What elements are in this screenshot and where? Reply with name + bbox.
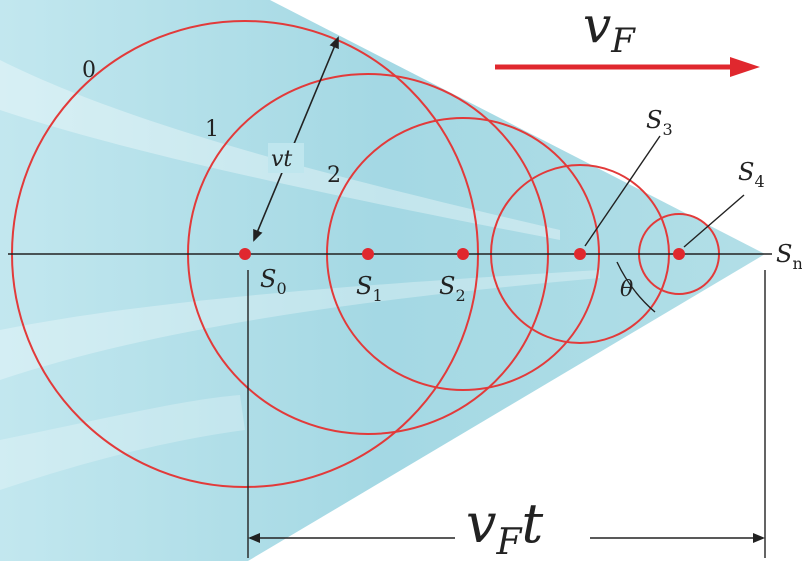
source-label-2: S2: [439, 272, 466, 305]
angle-arc: [616, 261, 656, 313]
source-point-3: [574, 248, 586, 260]
wavefront-label-0: 0: [82, 58, 96, 83]
wavefront-label-1: 1: [205, 117, 219, 142]
source-point-2: [457, 248, 469, 260]
radius-label: vt: [271, 147, 292, 172]
source-point-1: [362, 248, 374, 260]
velocity-label: vF: [583, 0, 636, 61]
source-point-0: [239, 248, 251, 260]
source-points: [239, 248, 685, 260]
cone-highlight-bottom: [0, 395, 245, 490]
cone-highlight-lower: [0, 270, 600, 380]
source-label-0: S0: [260, 265, 287, 298]
source-label-3: S3: [646, 106, 673, 139]
radius-label-bg: [268, 143, 304, 173]
radius-arrow: [253, 36, 339, 242]
source-label-n: Sn: [776, 240, 802, 273]
source-4-leader: [683, 194, 745, 248]
velocity-arrow-head: [730, 57, 760, 77]
angle-label: θ: [620, 277, 633, 302]
wavefront-label-2: 2: [327, 163, 341, 188]
distance-label: vFt: [466, 492, 544, 561]
cone-highlight-upper: [0, 60, 560, 240]
source-label-1: S1: [356, 272, 383, 305]
source-label-4: S4: [738, 158, 765, 191]
mach-cone: [0, 0, 765, 561]
source-3-leader: [584, 135, 661, 247]
source-point-4: [673, 248, 685, 260]
